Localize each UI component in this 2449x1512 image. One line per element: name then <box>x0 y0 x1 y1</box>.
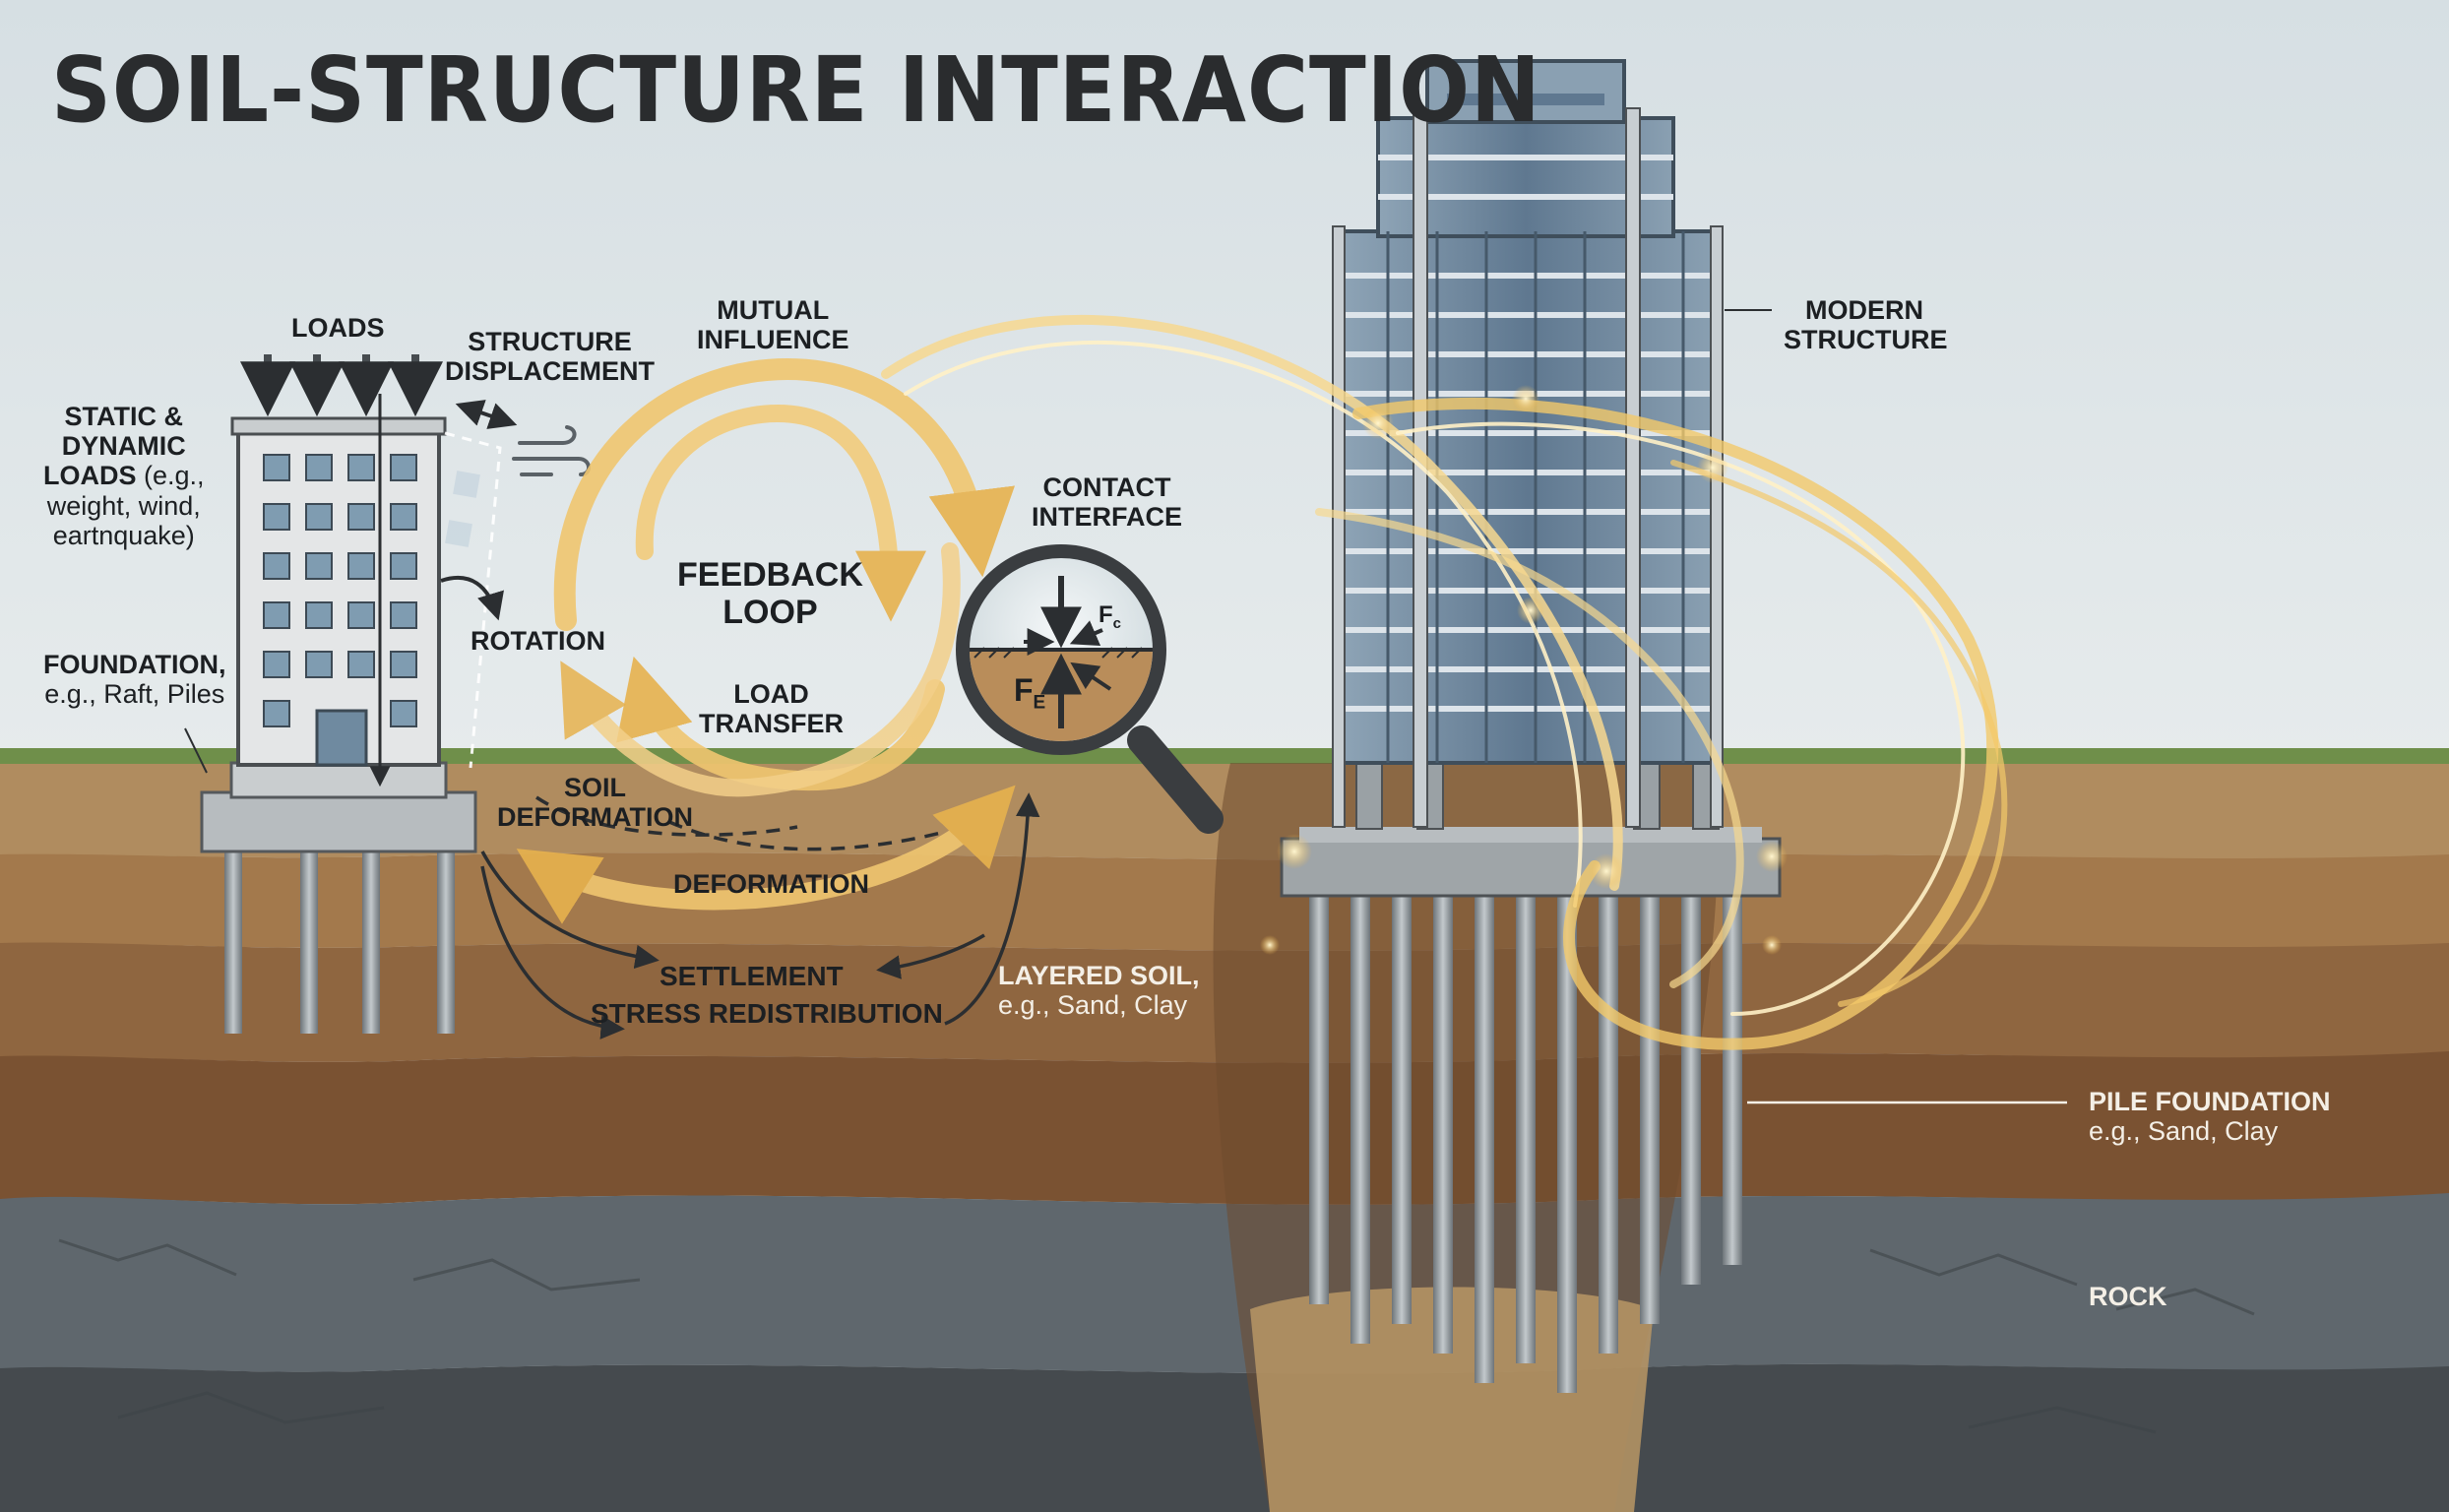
tower-body <box>1339 229 1717 765</box>
tower-crown <box>1425 59 1626 124</box>
mutual-influence-arc <box>553 357 1015 631</box>
rock-texture <box>58 1238 2255 1434</box>
pile-cap-top <box>1299 827 1762 843</box>
small-pile <box>437 837 455 1034</box>
rotation-label: ROTATION <box>471 626 605 656</box>
feedback-loop-label: FEEDBACK LOOP <box>677 556 863 632</box>
contact-interface-magnifier <box>956 544 1224 834</box>
deformation-label: DEFORMATION <box>673 869 869 899</box>
deformation-arc <box>516 785 1016 924</box>
small-building-roof <box>230 416 447 436</box>
load-arrows <box>240 354 443 417</box>
mutual-influence-label: MUTUAL INFLUENCE <box>697 295 849 355</box>
modern-structure-label: MODERN STRUCTURE <box>1784 295 1948 355</box>
displaced-window <box>445 520 472 547</box>
force-fe-label: FE <box>1014 672 1046 714</box>
small-building-door <box>315 709 368 767</box>
contact-interface-label: CONTACT INTERFACE <box>1032 472 1183 533</box>
settlement-arrows <box>480 792 1040 1040</box>
force-fc-label: Fc <box>1099 601 1122 632</box>
tower-mullions <box>1386 231 1685 763</box>
tower-fin <box>1710 225 1724 828</box>
small-pile <box>224 837 242 1034</box>
stress-redistribution-label: STRESS REDISTRIBUTION <box>591 998 943 1029</box>
glow-sparks <box>1260 385 1788 955</box>
displaced-outline <box>444 431 502 769</box>
loads-label: LOADS <box>291 313 385 343</box>
force-arrow-diag <box>1070 662 1112 691</box>
small-pile <box>362 837 380 1034</box>
rotation-return-arc <box>560 542 961 797</box>
rotation-arrow <box>440 575 504 621</box>
feedback-inner-arc <box>635 404 926 622</box>
settlement-label: SETTLEMENT <box>659 961 844 991</box>
magnifier-handle <box>1127 725 1224 834</box>
structure-displacement-label: STRUCTURE DISPLACEMENT <box>445 327 656 387</box>
small-pile <box>300 837 318 1034</box>
feedback-loop-arrows <box>516 357 1016 924</box>
rock-label: ROCK <box>2089 1282 2167 1311</box>
force-arrow-fc <box>1069 620 1103 647</box>
interaction-glow-swirls <box>881 315 2008 1050</box>
tower-fin <box>1332 225 1346 828</box>
raft-top <box>229 761 448 799</box>
grass-strip <box>0 748 2449 766</box>
layered-soil-label: LAYERED SOIL, e.g., Sand, Clay <box>998 961 1200 1021</box>
tower-fin <box>1625 107 1641 828</box>
raft-foundation <box>200 790 477 853</box>
displacement-arrow <box>455 400 518 429</box>
rock-layer <box>0 1193 2449 1374</box>
foundation-leader <box>184 727 208 774</box>
foundation-label: FOUNDATION, e.g., Raft, Piles <box>43 650 226 710</box>
pile-foundation-label: PILE FOUNDATION e.g., Sand, Clay <box>2089 1087 2331 1147</box>
displaced-window <box>453 471 480 498</box>
page-title: SOIL-STRUCTURE INTERACTION <box>51 37 1541 143</box>
small-building-windows <box>263 454 417 727</box>
wind-icon <box>512 425 591 476</box>
tower-crown-top <box>1447 94 1604 105</box>
static-dynamic-loads-label: STATIC & DYNAMIC LOADS (e.g., weight, wi… <box>43 402 205 550</box>
soil-deformation-label: SOIL DEFORMATION <box>497 773 693 833</box>
pile-cap <box>1280 837 1782 898</box>
tower-piles <box>1309 891 1742 1393</box>
deep-rock-layer <box>0 1363 2449 1512</box>
load-transfer-label: LOAD TRANSFER <box>699 679 844 739</box>
small-building <box>200 394 502 1034</box>
